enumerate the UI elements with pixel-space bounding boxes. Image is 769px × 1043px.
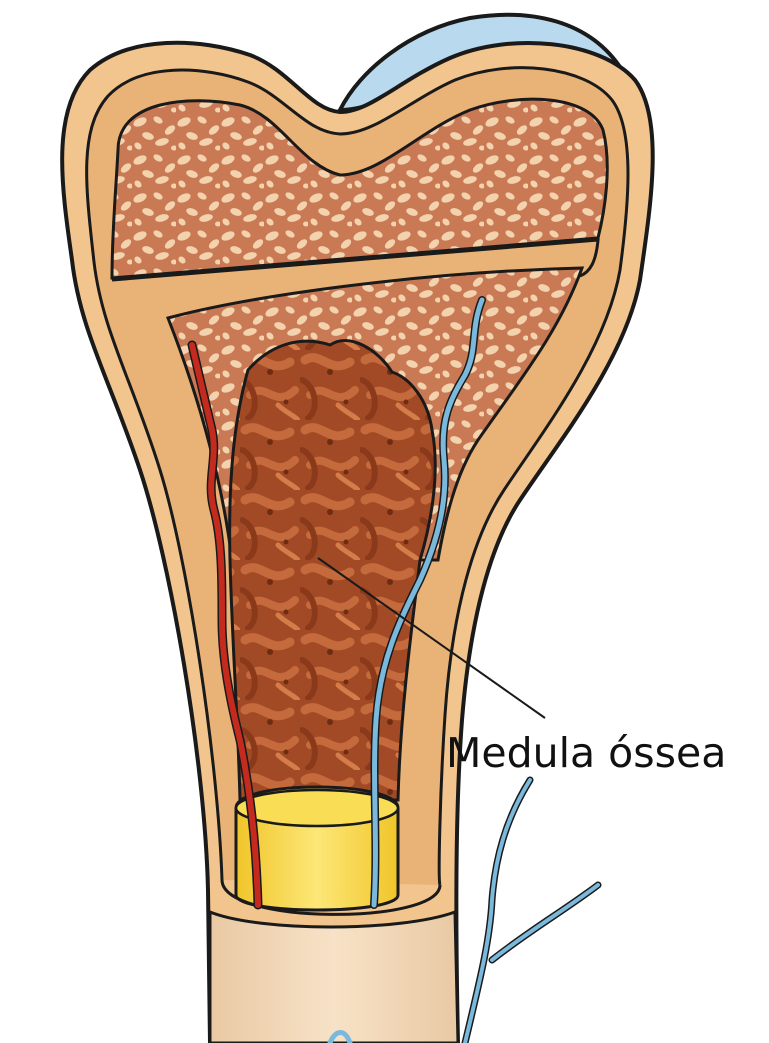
external-vessel — [465, 780, 598, 1043]
diaphysis-shaft — [210, 912, 458, 1043]
marrow-label: Medula óssea — [446, 729, 726, 777]
external-vessel-fill — [465, 780, 598, 1043]
